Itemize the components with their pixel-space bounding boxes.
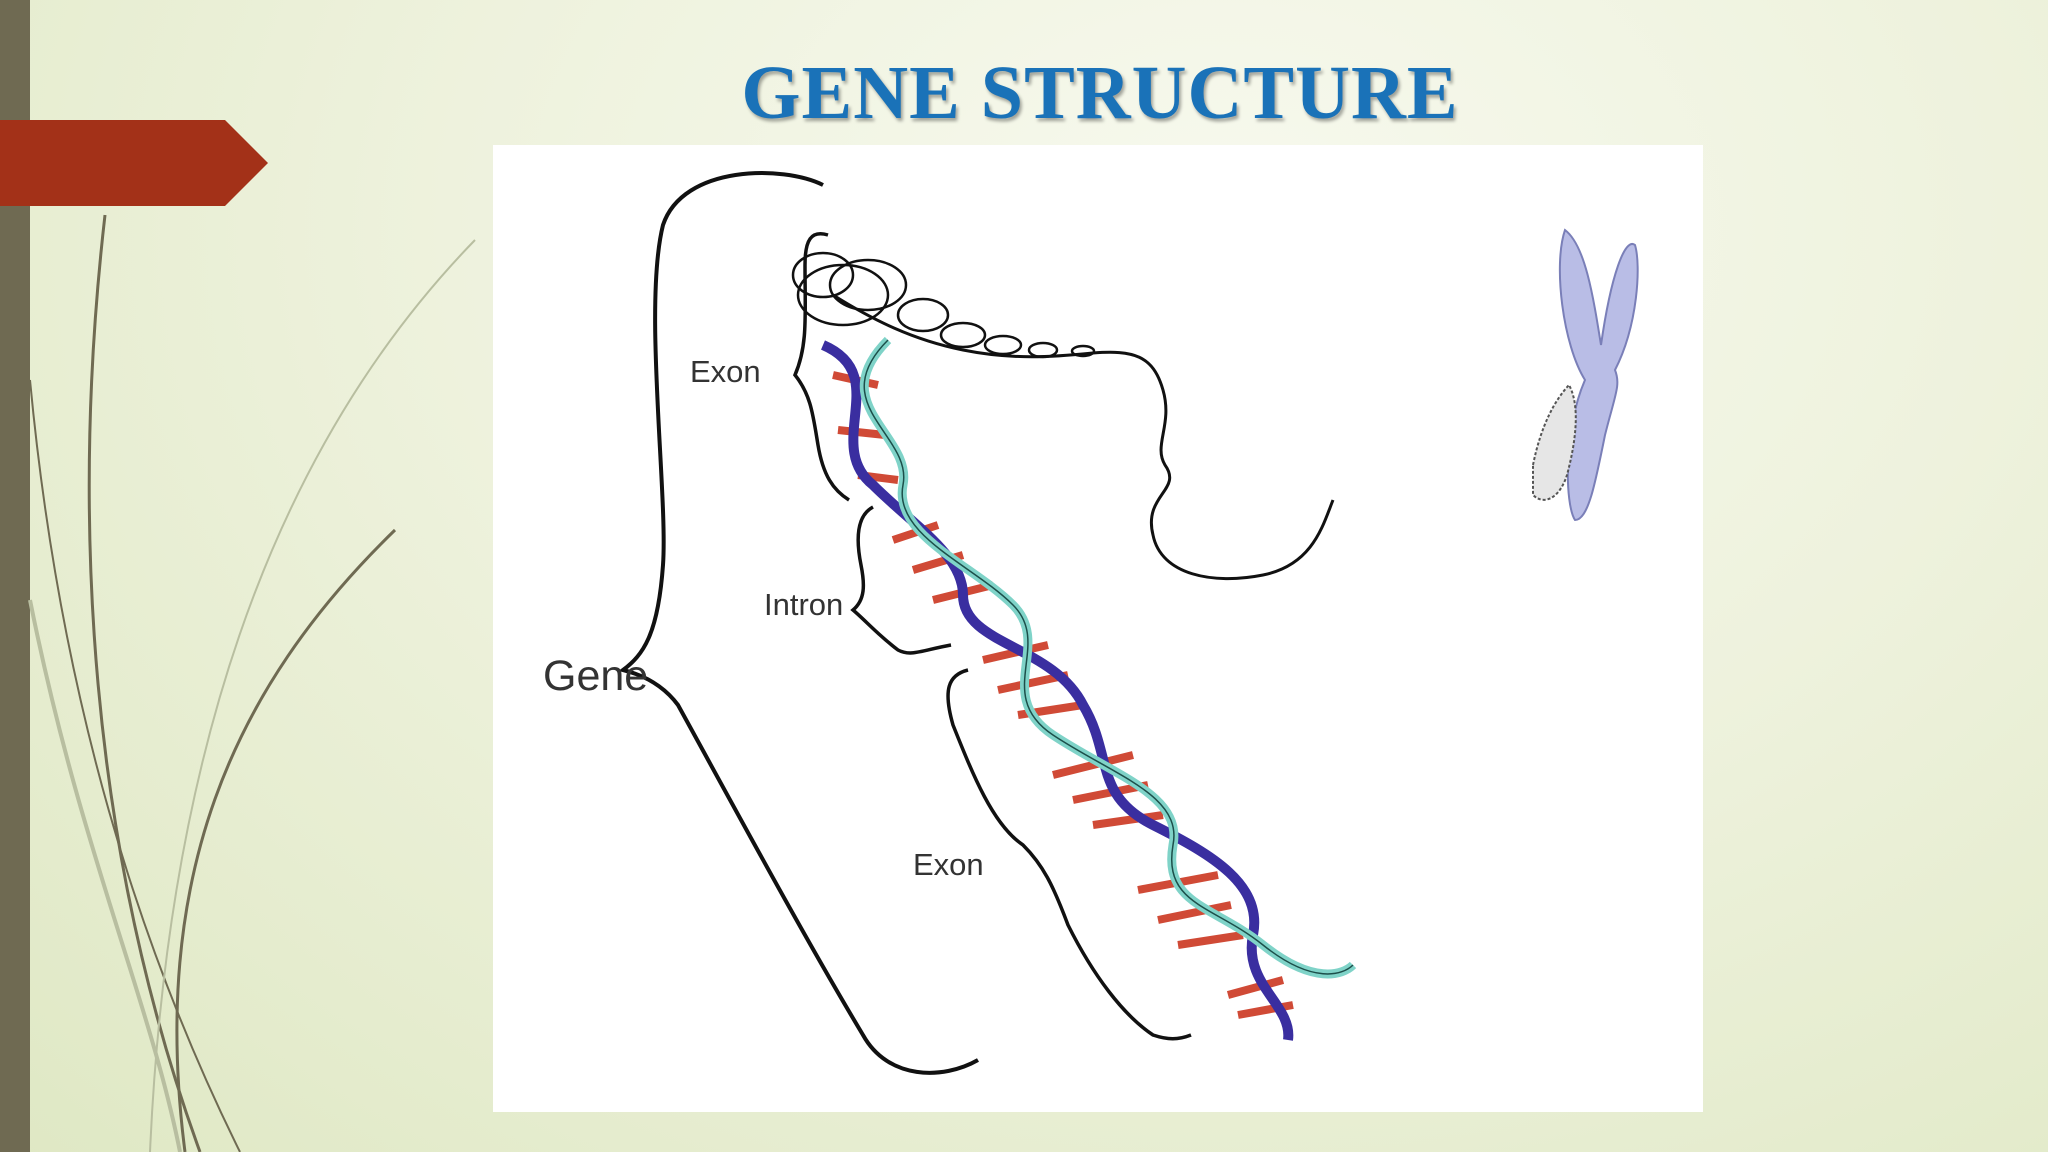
diagram-svg: Exon Intron Gene Exon (543, 171, 1639, 1075)
slide-title: GENE STRUCTURE (741, 51, 1459, 135)
gene-label: Gene (543, 652, 648, 700)
gene-structure-diagram: Exon Intron Gene Exon (493, 145, 1703, 1112)
exon-top-label: Exon (690, 354, 761, 389)
exon-top-brace (792, 232, 850, 502)
intron-label: Intron (764, 587, 843, 622)
coiled-dna (791, 251, 1096, 359)
dna-thread (832, 293, 1335, 581)
exon-bottom-label: Exon (913, 847, 984, 882)
decorative-swoosh-lines (28, 214, 476, 1152)
gene-brace (618, 171, 979, 1075)
dna-double-helix (820, 336, 1357, 1041)
red-arrow-tab (0, 120, 268, 206)
exon-bottom-brace (946, 668, 1192, 1041)
intron-brace (850, 505, 952, 655)
chromosome-icon (1532, 228, 1639, 522)
